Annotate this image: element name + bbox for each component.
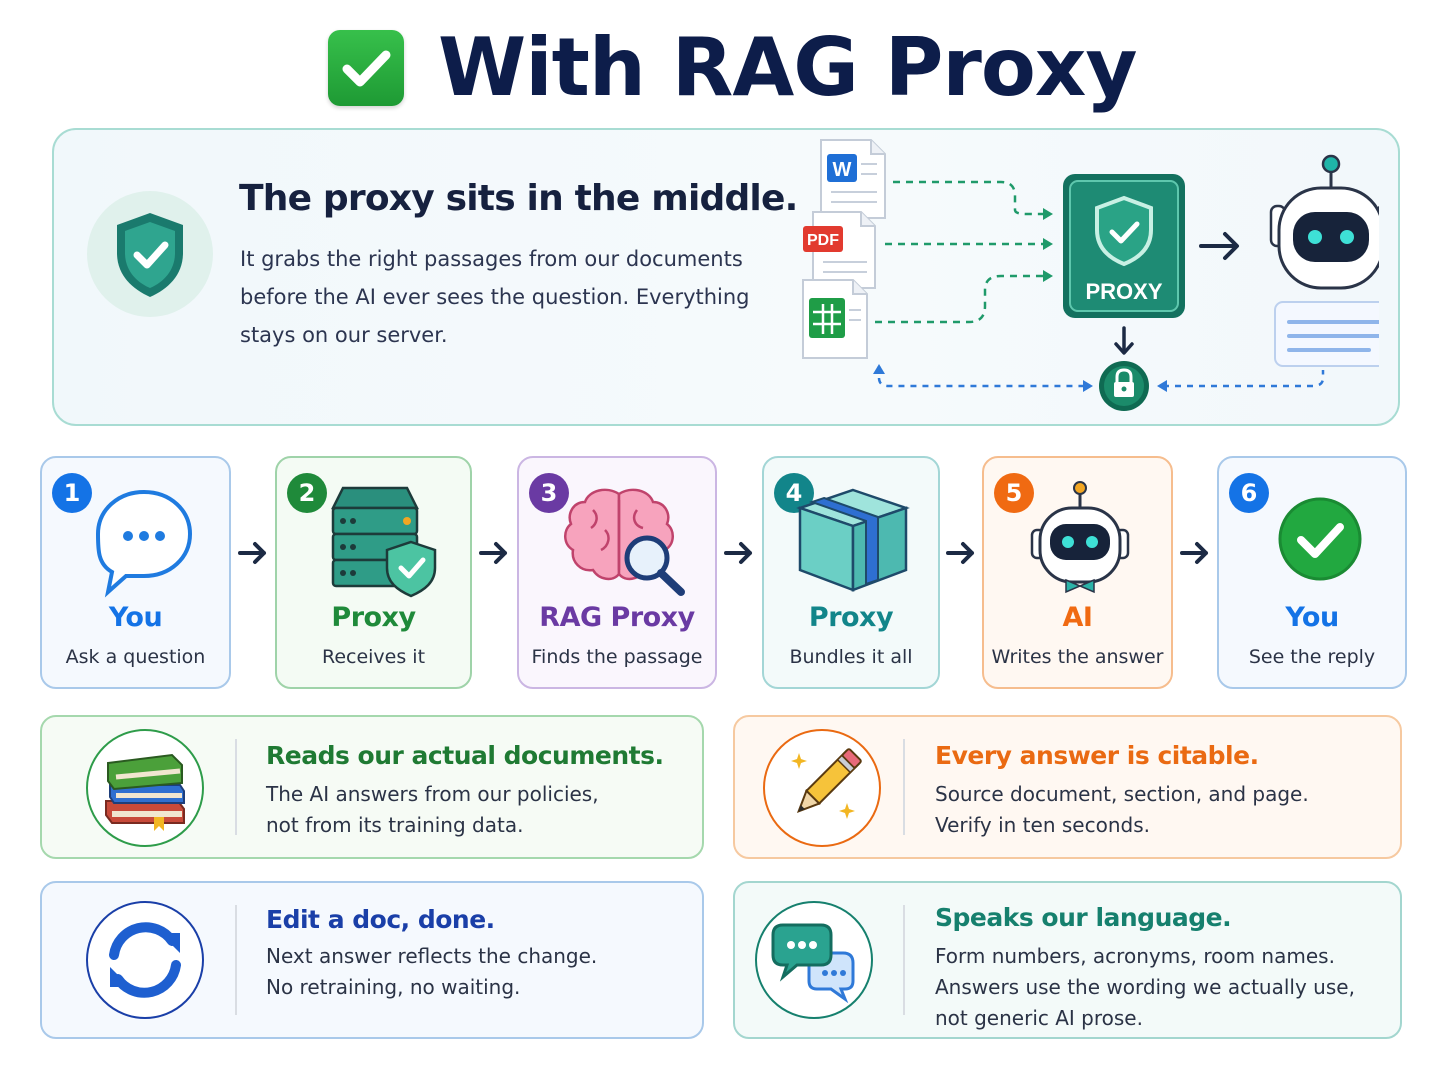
brain-search-icon: [519, 480, 715, 600]
arrow-right-icon: [238, 542, 266, 564]
step-number: 6: [1229, 473, 1269, 513]
arrow-right-icon: [724, 542, 752, 564]
server-shield-icon: [277, 480, 470, 600]
proxy-label: PROXY: [1085, 279, 1162, 304]
divider: [903, 905, 905, 1015]
arrow-right-icon: [479, 542, 507, 564]
step-title: AI: [1062, 602, 1093, 633]
feature-card-documents: Reads our actual documents. The AI answe…: [40, 715, 704, 859]
check-circle-icon: [1219, 480, 1405, 600]
pdf-label: PDF: [807, 232, 839, 249]
hero-body: It grabs the right passages from our doc…: [240, 247, 750, 347]
feature-title: Edit a doc, done.: [266, 905, 495, 934]
arrow-right-icon: [946, 542, 974, 564]
page-title: With RAG Proxy: [438, 21, 1138, 114]
step-title: Proxy: [331, 602, 416, 633]
step-number: 3: [529, 473, 569, 513]
check-icon: [328, 30, 404, 106]
divider: [235, 739, 237, 835]
step-number: 1: [52, 473, 92, 513]
feature-body: Source document, section, and page. Veri…: [935, 782, 1309, 837]
pdf-document-icon: PDF: [803, 211, 876, 289]
step-subtitle: See the reply: [1248, 646, 1376, 668]
word-document-icon: W: [820, 139, 886, 219]
arrow-down-icon: [1114, 326, 1134, 355]
arrow-right-icon: [1199, 232, 1239, 260]
pencil-icon: [763, 729, 881, 847]
title-row: With RAG Proxy: [0, 18, 1448, 118]
proxy-box: PROXY: [1063, 174, 1185, 318]
step-3-card: 3 RAG Proxy Finds the passage: [517, 456, 717, 689]
proxy-flow-diagram: W PDF: [779, 134, 1420, 424]
step-4-card: 4 Proxy Bundles it all: [762, 456, 940, 689]
step-subtitle: Bundles it all: [789, 646, 913, 668]
package-icon: [764, 480, 938, 600]
feature-card-edit: Edit a doc, done. Next answer reflects t…: [40, 881, 704, 1039]
step-subtitle: Receives it: [321, 646, 426, 668]
step-title: RAG Proxy: [539, 602, 695, 633]
step-5-card: 5 AI Writes the answer: [982, 456, 1173, 689]
shield-badge: [87, 191, 213, 317]
divider: [903, 739, 905, 835]
step-title: You: [1285, 602, 1339, 633]
arrow-right-icon: [1180, 542, 1208, 564]
spreadsheet-document-icon: [802, 279, 868, 359]
step-2-card: 2 Proxy Receives it: [275, 456, 472, 689]
step-1-card: 1 You Ask a question: [40, 456, 231, 689]
step-subtitle: Ask a question: [65, 646, 206, 668]
step-subtitle: Writes the answer: [991, 646, 1164, 668]
robot-icon: [984, 480, 1171, 600]
hero-heading: The proxy sits in the middle.: [239, 178, 798, 219]
feature-title: Every answer is citable.: [935, 741, 1259, 770]
books-icon: [86, 729, 204, 847]
step-6-card: 6 You See the reply: [1217, 456, 1407, 689]
shield-check-icon: [117, 213, 183, 297]
robot-icon: [1269, 154, 1393, 290]
chat-bubble-icon: [42, 480, 229, 600]
divider: [235, 905, 237, 1015]
feature-body: The AI answers from our policies, not fr…: [266, 782, 599, 837]
step-subtitle: Finds the passage: [531, 646, 703, 668]
lock-icon: [1099, 361, 1149, 411]
step-title: You: [108, 602, 163, 633]
step-number: 5: [994, 473, 1034, 513]
step-title: Proxy: [808, 602, 894, 633]
feature-title: Speaks our language.: [935, 903, 1232, 932]
hero-panel: The proxy sits in the middle. It grabs t…: [52, 128, 1420, 426]
answer-card-icon: [1274, 301, 1420, 367]
feature-title: Reads our actual documents.: [266, 741, 664, 770]
refresh-icon: [86, 901, 204, 1019]
feature-body: Form numbers, acronyms, room names. Answ…: [935, 944, 1355, 1030]
feature-card-language: Speaks our language. Form numbers, acron…: [733, 881, 1402, 1039]
feature-body: Next answer reflects the change. No retr…: [266, 944, 598, 999]
chat-bubbles-icon: [755, 901, 873, 1019]
feature-card-citable: Every answer is citable. Source document…: [733, 715, 1402, 859]
word-label: W: [833, 159, 852, 181]
step-number: 2: [287, 473, 327, 513]
